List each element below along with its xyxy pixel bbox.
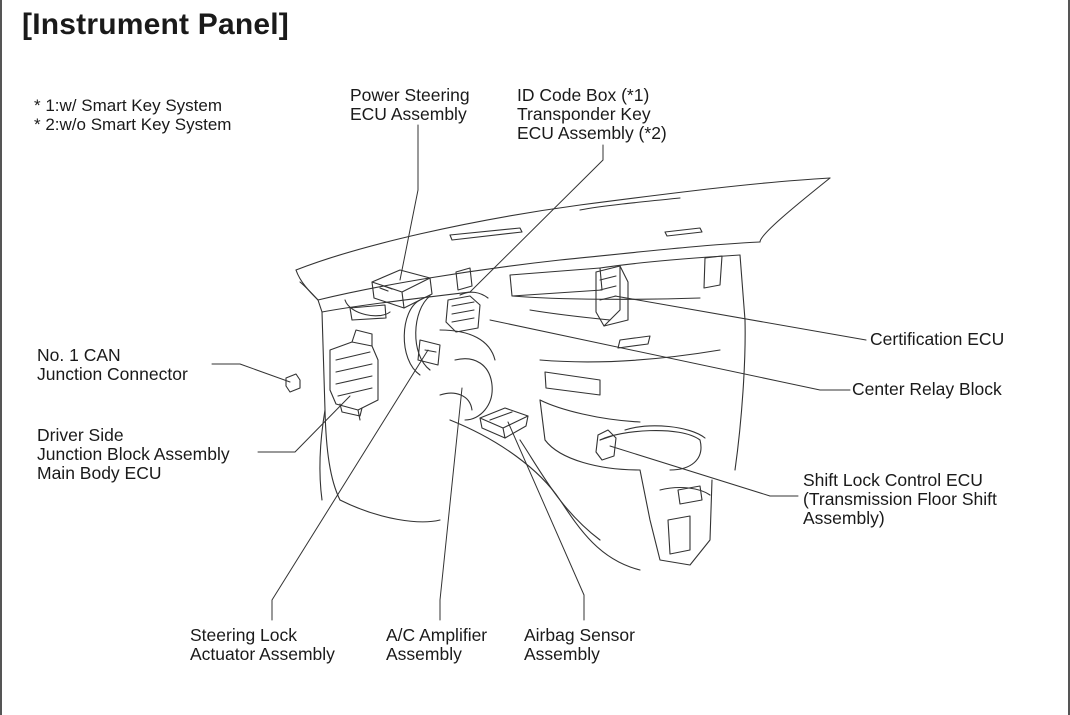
label-line: Assembly [524, 644, 600, 664]
leader-driver-side [257, 395, 351, 453]
label-center-relay-block: Center Relay Block [852, 380, 1002, 399]
label-line: Airbag Sensor [524, 625, 635, 645]
lower-dash [319, 409, 641, 571]
label-line: Center Relay Block [852, 379, 1002, 399]
leader-power-steering [399, 124, 419, 281]
label-line: ECU Assembly [350, 104, 467, 124]
label-line: No. 1 CAN [37, 345, 121, 365]
footnote-no-smart-key: * 2:w/o Smart Key System [34, 115, 232, 134]
leader-shift-lock [609, 445, 799, 497]
driver-side-junction-block [329, 329, 379, 421]
label-line: Steering Lock [190, 625, 298, 645]
page-title: [Instrument Panel] [22, 8, 289, 41]
label-line: Shift Lock Control ECU [803, 470, 983, 490]
label-line: (Transmission Floor Shift [803, 489, 997, 509]
label-line: Actuator Assembly [190, 644, 335, 664]
label-line: ID Code Box (*1) [517, 85, 650, 105]
label-driver-side-junction-block: Driver Side Junction Block Assembly Main… [37, 426, 230, 483]
label-no1-can-junction-connector: No. 1 CAN Junction Connector [37, 346, 188, 384]
steering-column [403, 295, 496, 421]
airbag-sensor [479, 407, 529, 439]
dashboard-face [317, 254, 746, 501]
center-console [539, 399, 713, 566]
leader-ac-amplifier [439, 387, 463, 621]
label-line: Driver Side [37, 425, 124, 445]
label-power-steering-ecu: Power Steering ECU Assembly [350, 86, 470, 124]
dashboard-outline [295, 177, 831, 301]
label-airbag-sensor: Airbag Sensor Assembly [524, 626, 635, 664]
leader-steering-lock [271, 349, 429, 621]
leader-certification-ecu [614, 295, 867, 341]
power-steering-ecu [371, 269, 433, 309]
label-line: Assembly [386, 644, 462, 664]
label-line: Junction Connector [37, 364, 188, 384]
label-line: A/C Amplifier [386, 625, 488, 645]
label-id-code-box: ID Code Box (*1) Transponder Key ECU Ass… [517, 86, 667, 143]
can-junction-connector [285, 373, 301, 393]
label-line: Assembly) [803, 508, 885, 528]
label-steering-lock-actuator: Steering Lock Actuator Assembly [190, 626, 335, 664]
label-line: Certification ECU [870, 329, 1005, 349]
leader-airbag-sensor [507, 421, 585, 621]
label-line: Power Steering [350, 85, 470, 105]
leader-id-code-box [469, 144, 604, 293]
label-shift-lock-control-ecu: Shift Lock Control ECU (Transmission Flo… [803, 471, 997, 528]
label-ac-amplifier: A/C Amplifier Assembly [386, 626, 487, 664]
footnote-smart-key: * 1:w/ Smart Key System [34, 96, 222, 115]
label-line: Main Body ECU [37, 463, 162, 483]
certification-ecu [595, 265, 629, 327]
label-certification-ecu: Certification ECU [870, 330, 1004, 349]
id-code-box [445, 267, 489, 333]
label-line: Junction Block Assembly [37, 444, 230, 464]
leader-center-relay [489, 319, 851, 391]
label-line: ECU Assembly (*2) [517, 123, 667, 143]
label-line: Transponder Key [517, 104, 651, 124]
leader-lines [211, 124, 867, 621]
leader-can-connector [211, 363, 291, 383]
